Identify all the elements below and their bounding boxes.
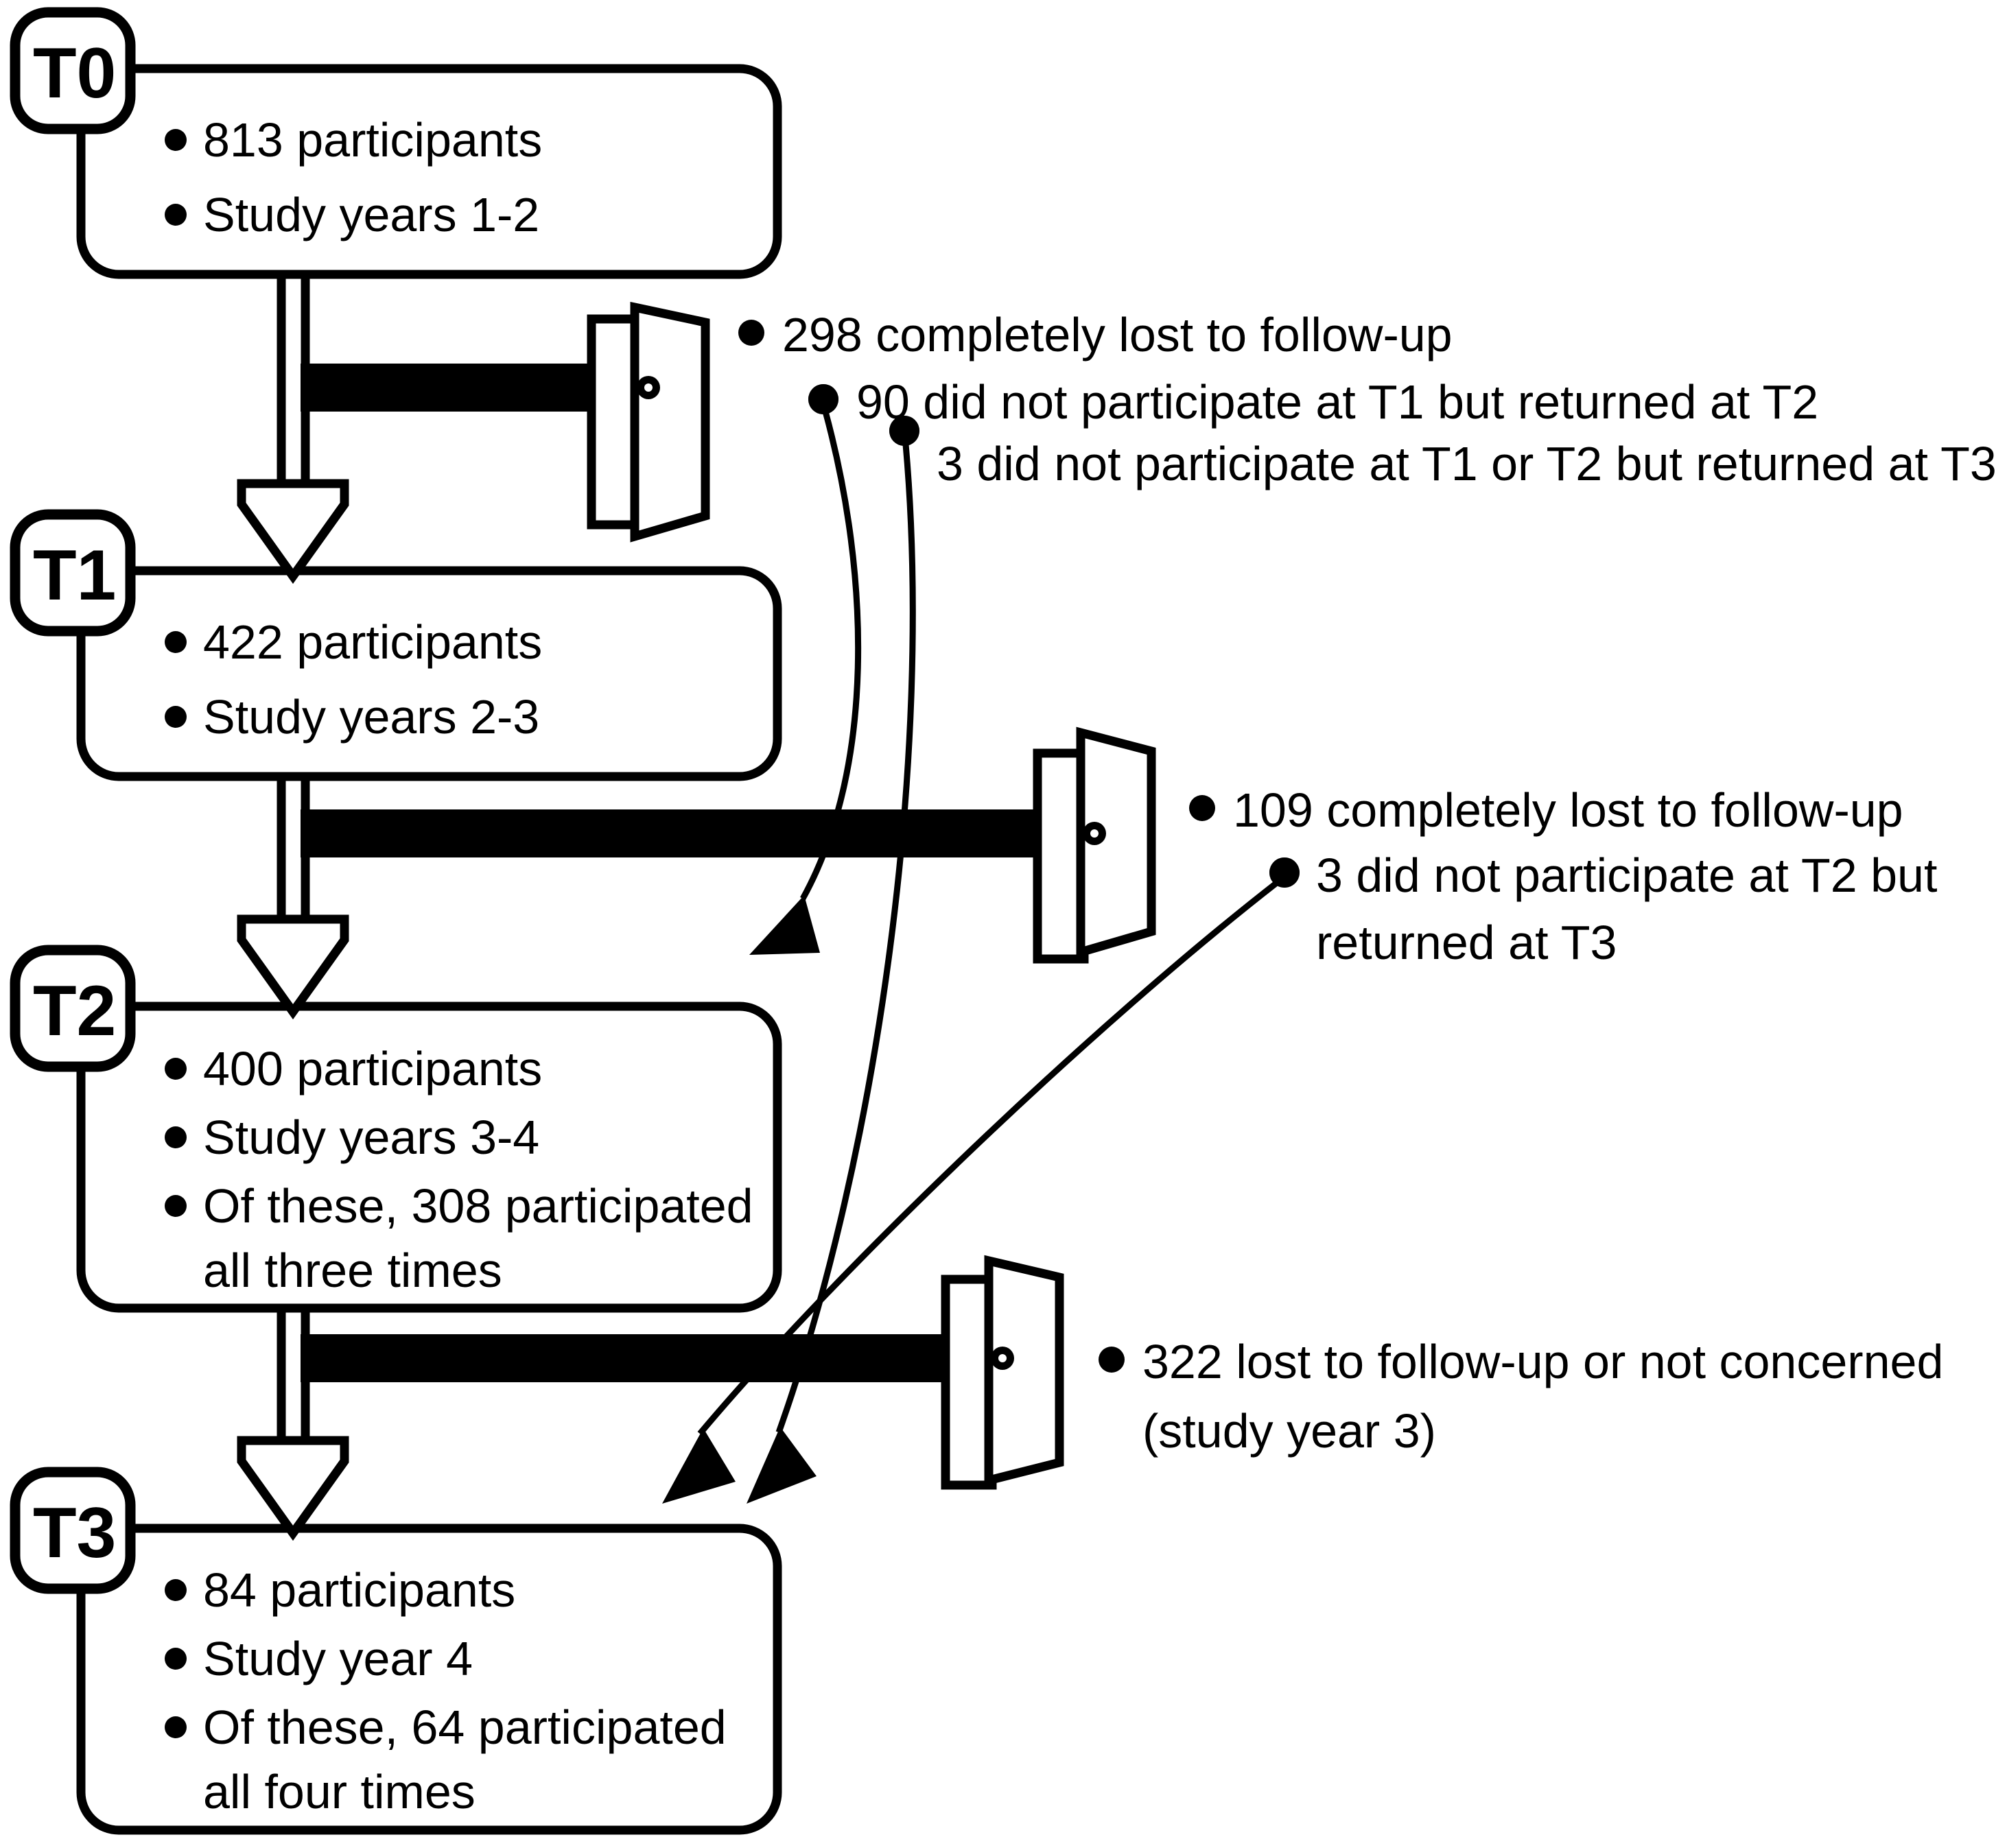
exit-door-icon: [941, 1255, 1064, 1490]
bullet-dot: [808, 384, 838, 414]
return-arrow-90-to-t2: [749, 384, 862, 955]
stage-bullet-text: 400 participants: [203, 1042, 542, 1095]
stage-bullet-text: Study years 3-4: [203, 1111, 539, 1164]
stage-badge-label-t3: T3: [33, 1493, 116, 1573]
bullet-dot: [165, 1195, 187, 1217]
stage-bullet-text: Of these, 64 participated: [203, 1701, 727, 1754]
attrition-note-text: returned at T3: [1316, 916, 1617, 969]
stage-badge-t1: [10, 509, 136, 637]
exit-arrow-t1: [301, 782, 1096, 885]
attrition-notes-after-t2: 322 lost to follow-up or not concerned (…: [1099, 1335, 1943, 1458]
exit-arrow-t2: [301, 1307, 1004, 1410]
stage-badge-t2: [10, 945, 136, 1072]
attrition-note-text: (study year 3): [1142, 1404, 1436, 1458]
stage-group-t3: T3 84 participants Study year 4 Of these…: [10, 1467, 782, 1835]
stage-bullet-text: 84 participants: [203, 1563, 515, 1617]
bullet-dot: [1189, 795, 1215, 821]
attrition-notes-after-t1: 109 completely lost to follow-up 3 did n…: [1189, 783, 1937, 969]
stage-bullet-text: Study year 4: [203, 1632, 473, 1685]
stage-badge-t0: [10, 7, 136, 134]
stage-badge-label-t0: T0: [33, 34, 116, 113]
bullet-dot: [165, 1648, 187, 1670]
attrition-note-text: 298 completely lost to follow-up: [782, 308, 1453, 362]
bullet-dot: [165, 1058, 187, 1080]
bullet-dot: [889, 416, 919, 446]
attrition-notes-after-t0: 298 completely lost to follow-up 90 did …: [738, 308, 1997, 490]
stage-bullet-text: all four times: [203, 1765, 476, 1819]
exit-door-icon: [587, 301, 710, 543]
flow-connector-t0-t1: [237, 274, 349, 584]
attrition-note-text: 3 did not participate at T2 but: [1316, 849, 1937, 902]
bullet-dot: [165, 1579, 187, 1601]
stage-badge-label-t2: T2: [33, 971, 116, 1051]
stage-box-t1: [76, 566, 782, 781]
stage-group-t1: T1 422 participants Study years 2-3: [10, 509, 782, 781]
bullet-dot: [165, 706, 187, 728]
bullet-dot: [165, 1716, 187, 1738]
stage-box-t0: [76, 64, 782, 279]
stage-bullet-text: Study years 1-2: [203, 188, 539, 241]
stage-box-t3: [76, 1524, 782, 1835]
exit-arrow-t0: [301, 336, 644, 439]
attrition-note-text: 3 did not participate at T1 or T2 but re…: [937, 437, 1997, 490]
bullet-dot: [165, 1126, 187, 1148]
bullet-dot: [1269, 857, 1300, 888]
attrition-note-text: 322 lost to follow-up or not concerned: [1142, 1335, 1943, 1388]
stage-bullet-text: all three times: [203, 1244, 502, 1297]
stage-bullet-text: Of these, 308 participated: [203, 1179, 753, 1233]
bullet-dot: [738, 320, 764, 346]
stage-bullet-text: 813 participants: [203, 113, 542, 167]
bullet-dot: [165, 129, 187, 151]
stage-badge-t3: [10, 1467, 136, 1594]
bullet-dot: [165, 204, 187, 226]
stage-group-t2: T2 400 participants Study years 3-4 Of t…: [10, 945, 782, 1313]
bullet-dot: [1099, 1347, 1125, 1373]
bullet-dot: [165, 631, 187, 653]
exit-door-icon: [1033, 726, 1156, 964]
stage-box-t2: [76, 1002, 782, 1313]
stage-group-t0: T0 813 participants Study years 1-2: [10, 7, 782, 279]
attrition-note-text: 90 did not participate at T1 but returne…: [856, 375, 1818, 429]
attrition-note-text: 109 completely lost to follow-up: [1233, 783, 1903, 837]
stage-bullet-text: 422 participants: [203, 615, 542, 669]
stage-bullet-text: Study years 2-3: [203, 690, 539, 744]
stage-badge-label-t1: T1: [33, 536, 116, 615]
